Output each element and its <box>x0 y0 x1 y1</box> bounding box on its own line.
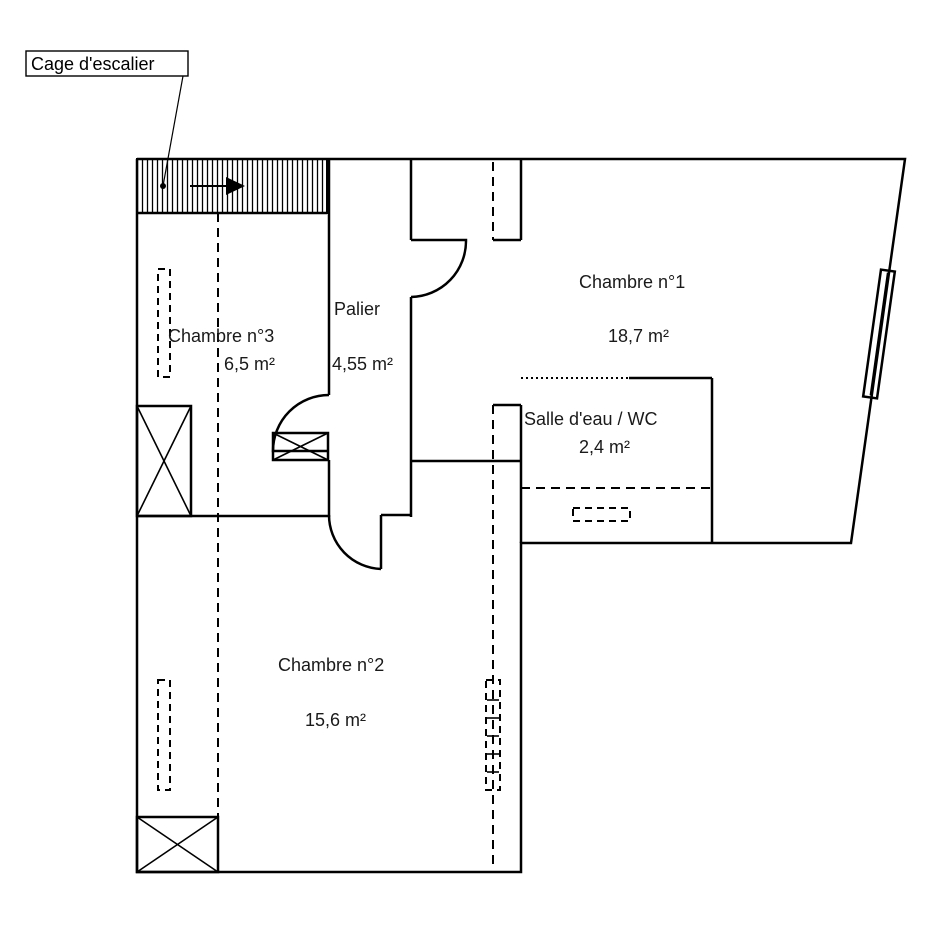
dashed-lines <box>217 162 712 870</box>
walls <box>135 157 907 874</box>
duct-chambre2 <box>135 815 220 874</box>
room-name-chambre1: Chambre n°1 <box>579 272 685 292</box>
radiator-chambre2-left <box>157 679 171 791</box>
room-area-salle-eau: 2,4 m² <box>579 437 630 457</box>
stair-callout: Cage d'escalier <box>25 50 189 189</box>
callout-label: Cage d'escalier <box>31 54 155 74</box>
radiators <box>157 268 631 791</box>
radiator-salle-eau <box>572 507 631 522</box>
room-labels: Chambre n°1 18,7 m² Palier 4,55 m² Chamb… <box>168 272 685 730</box>
room-name-chambre2: Chambre n°2 <box>278 655 384 675</box>
doors <box>271 238 468 571</box>
door-chambre3 <box>271 393 330 453</box>
room-name-salle-eau: Salle d'eau / WC <box>524 409 658 429</box>
staircase <box>136 158 328 214</box>
room-area-chambre3: 6,5 m² <box>224 354 275 374</box>
duct-chambre3 <box>135 404 193 518</box>
room-area-chambre2: 15,6 m² <box>305 710 366 730</box>
room-name-chambre3: Chambre n°3 <box>168 326 274 346</box>
ducts <box>135 404 330 874</box>
duct-palier <box>271 431 330 462</box>
door-chambre2 <box>327 514 382 571</box>
door-chambre1 <box>410 238 468 299</box>
callout-box <box>25 50 189 77</box>
room-area-chambre1: 18,7 m² <box>608 326 669 346</box>
radiator-chambre2-right <box>485 679 501 791</box>
stair-arrow-head <box>226 177 245 195</box>
room-name-palier: Palier <box>334 299 380 319</box>
roof-window <box>861 268 897 400</box>
radiator-chambre3 <box>157 268 171 378</box>
room-area-palier: 4,55 m² <box>332 354 393 374</box>
